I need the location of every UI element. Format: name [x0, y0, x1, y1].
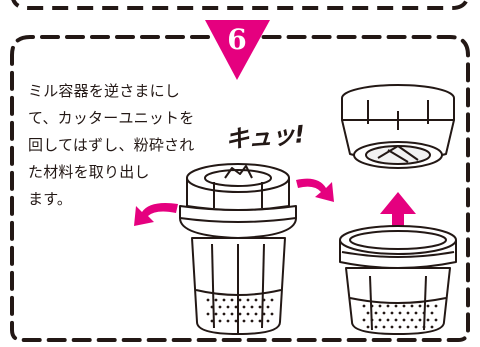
cutter-unit [341, 84, 455, 169]
sound-effect-text: キュッ! [224, 120, 306, 154]
rotate-arrow-right-icon [296, 178, 334, 202]
mill-container [339, 225, 457, 335]
lift-up-arrow-icon [380, 192, 416, 232]
mill-container-with-cutter [179, 163, 297, 335]
instruction-text: ミル容器を逆さまにし て、カッターユニットを 回してはずし、粉砕され た材料を取… [28, 82, 195, 208]
dashed-frame [10, 35, 470, 342]
mesh-filter-right [362, 304, 438, 329]
step-number: 6 [227, 23, 246, 56]
previous-step-frame [11, 0, 469, 10]
rotate-arrow-left-icon [134, 203, 178, 226]
step-badge [205, 20, 270, 80]
mesh-filter-left [206, 298, 274, 323]
